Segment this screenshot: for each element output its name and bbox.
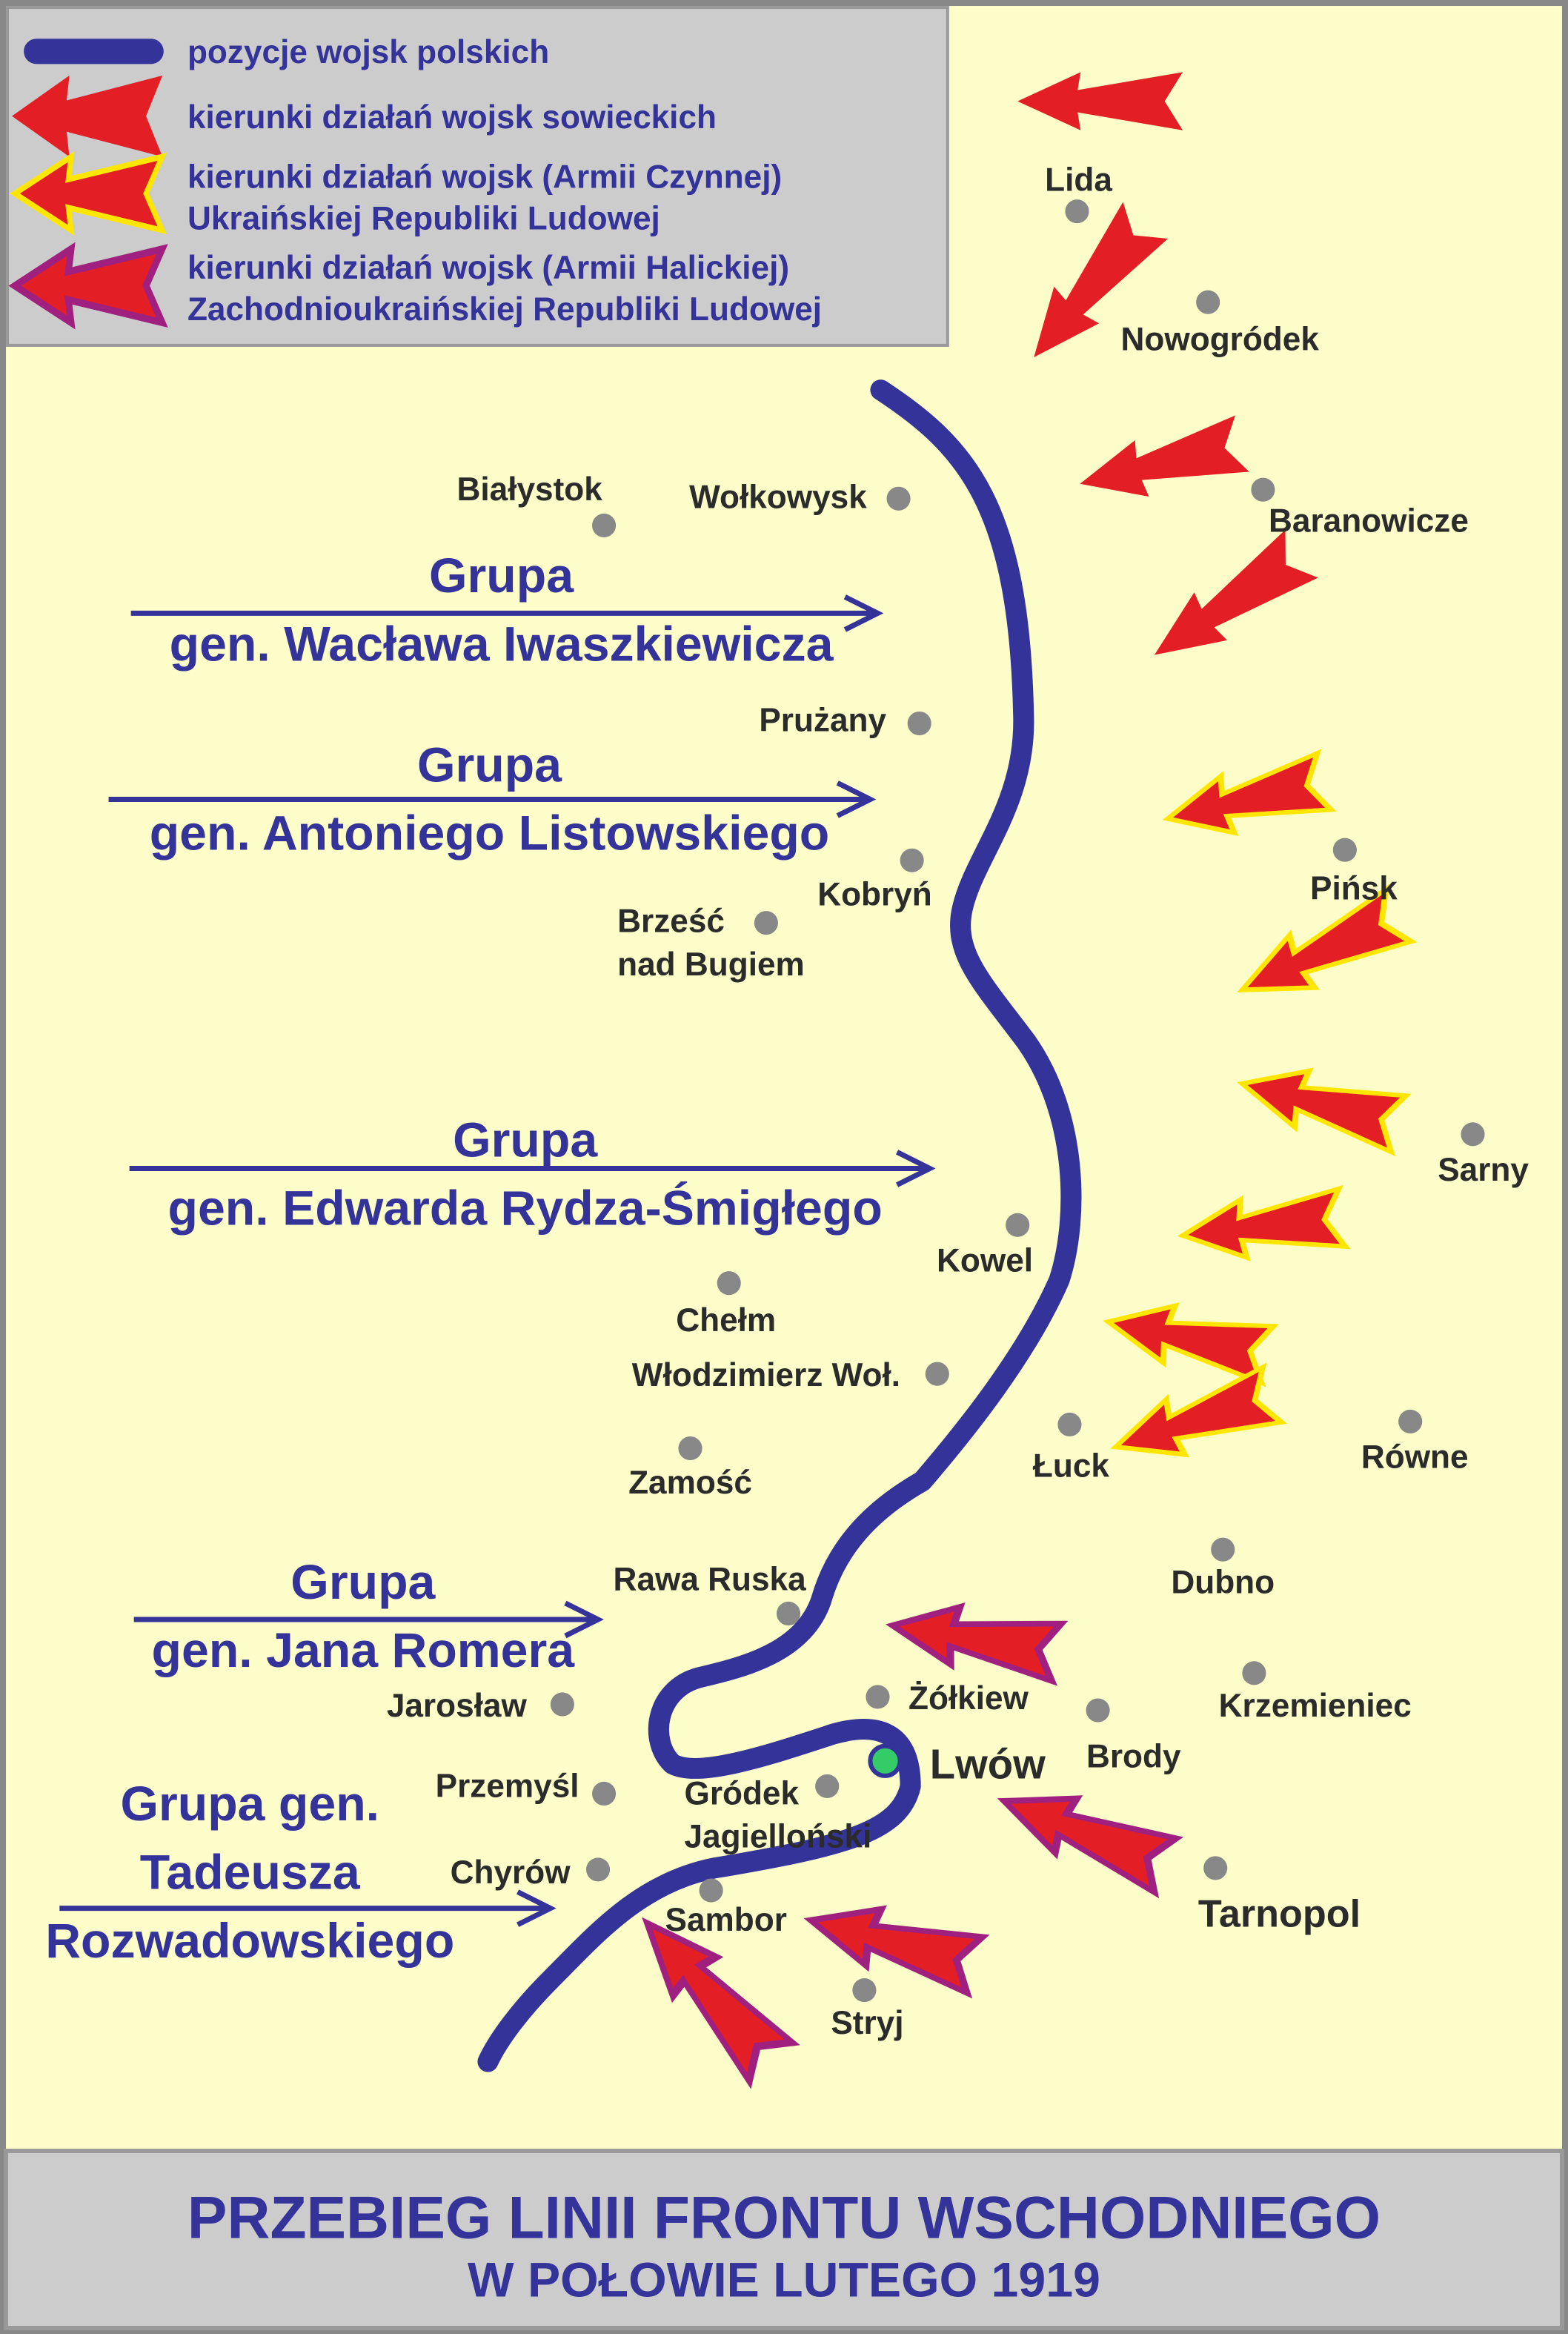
city-dot [1057, 1412, 1082, 1437]
group-label: Grupa [453, 1113, 598, 1167]
city-dot [1006, 1213, 1030, 1237]
city-dot [592, 513, 617, 537]
polish-front-line [477, 379, 1082, 2072]
city-dot [1065, 199, 1089, 224]
group-label: Rozwadowskiego [45, 1914, 454, 1969]
city-label: Przemyśl [436, 1768, 579, 1804]
city-dot [907, 711, 931, 736]
city-dot [1332, 838, 1357, 862]
city-dot [1086, 1698, 1110, 1723]
city-dot [699, 1878, 723, 1903]
lwow-marker [868, 1743, 903, 1778]
city-label: Brody [1086, 1738, 1181, 1774]
legend-unr-2: Ukraińskiej Republiki Ludowej [187, 201, 660, 237]
city-label: Rawa Ruska [614, 1561, 807, 1597]
city-dot [550, 1692, 574, 1717]
city-dot [815, 1774, 840, 1799]
city-label: Sambor [665, 1902, 787, 1938]
city-label: Stryj [831, 2005, 903, 2041]
legend-zunr-2: Zachodnioukraińskiej Republiki Ludowej [187, 291, 822, 328]
city-dot [1251, 477, 1275, 502]
city-label: Łuck [1033, 1448, 1109, 1485]
city-dot [717, 1271, 741, 1296]
city-label: Kowel [937, 1243, 1033, 1279]
city-dot [900, 848, 924, 872]
city-dot [754, 911, 778, 935]
city-dot [852, 1978, 877, 2003]
group-advance-arrow [59, 1889, 557, 1927]
group-label: Grupa gen. [120, 1777, 379, 1831]
city-label: Tarnopol [1198, 1893, 1361, 1936]
group-advance-arrow [133, 1600, 604, 1639]
group-label: gen. Jana Romera [152, 1623, 576, 1678]
city-label: Wołkowysk [689, 479, 867, 515]
city-label: Sarny [1438, 1152, 1529, 1188]
legend-zunr-1: kierunki działań wojsk (Armii Halickiej) [187, 250, 789, 286]
city-dot [1203, 1856, 1228, 1880]
city-dot [592, 1781, 617, 1806]
city-label: Jarosław [387, 1688, 528, 1724]
city-label: Zamość [628, 1465, 752, 1501]
group-label: gen. Edwarda Rydza-Śmigłego [168, 1181, 883, 1236]
group-label: Grupa [290, 1555, 436, 1610]
city-dot [1211, 1537, 1235, 1562]
city-label: Żółkiew [908, 1680, 1029, 1717]
city-label: Brześć [617, 904, 725, 940]
group-label: Tadeusza [140, 1845, 361, 1900]
polish-line-swatch [24, 39, 164, 64]
legend-polish: pozycje wojsk polskich [187, 34, 549, 70]
city-label: Kobryń [817, 876, 932, 912]
city-label: Pińsk [1310, 870, 1398, 906]
legend-soviet: kierunki działań wojsk sowieckich [187, 99, 717, 136]
group-label: Grupa [429, 548, 574, 603]
city-label: Równe [1361, 1439, 1469, 1476]
city-label: Chyrów [451, 1854, 571, 1891]
city-label: Dubno [1171, 1564, 1275, 1600]
group-advance-arrow [129, 1150, 936, 1187]
title-band: PRZEBIEG LINII FRONTU WSCHODNIEGO W POŁO… [4, 2148, 1564, 2330]
city-dot [678, 1436, 702, 1461]
legend: pozycje wojsk polskich kierunki działań … [6, 6, 949, 347]
city-dot [1398, 1409, 1423, 1433]
city-label-line2: nad Bugiem [617, 946, 805, 983]
map-title-line1: PRZEBIEG LINII FRONTU WSCHODNIEGO [187, 2184, 1381, 2251]
city-dot [1461, 1122, 1485, 1147]
city-label: Lwów [930, 1740, 1046, 1787]
city-label: Gródek [684, 1775, 799, 1811]
group-label: Grupa [417, 737, 562, 792]
city-label: Prużany [759, 703, 886, 739]
group-advance-arrow [130, 594, 884, 632]
city-dot [585, 1857, 611, 1882]
map-title-line2: W POŁOWIE LUTEGO 1919 [468, 2253, 1100, 2308]
city-label: Krzemieniec [1219, 1688, 1412, 1724]
city-label: Nowogródek [1121, 321, 1320, 357]
city-dot [925, 1362, 949, 1386]
city-dot [1242, 1661, 1266, 1685]
group-advance-arrow [108, 780, 877, 818]
city-label: Chełm [676, 1302, 776, 1339]
city-label: Białystok [457, 471, 603, 508]
city-label: Baranowicze [1269, 503, 1469, 539]
city-label: Lida [1045, 162, 1112, 198]
city-label: Włodzimierz Woł. [632, 1357, 900, 1393]
city-label-line2: Jagielloński [684, 1819, 871, 1855]
group-label: gen. Wacława Iwaszkiewicza [170, 617, 834, 672]
city-dot [886, 486, 911, 511]
city-dot [866, 1685, 890, 1709]
city-dot [776, 1601, 801, 1626]
city-dot [1196, 290, 1220, 314]
legend-unr-1: kierunki działań wojsk (Armii Czynnej) [187, 159, 782, 195]
group-label: gen. Antoniego Listowskiego [150, 806, 830, 861]
